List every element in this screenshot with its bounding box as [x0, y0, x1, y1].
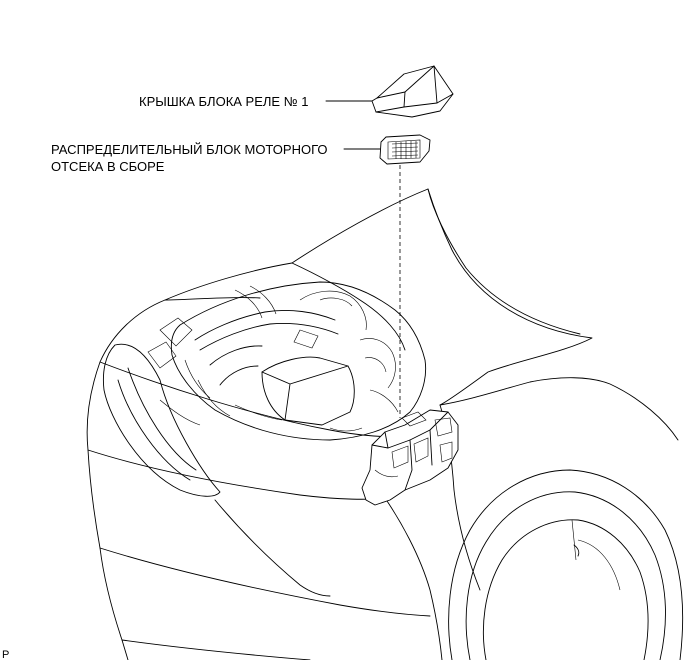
junction-block-part [379, 134, 431, 165]
junction-block-label-line2: ОТСЕКА В СБОРЕ [51, 159, 165, 174]
relay-block-cover-part [371, 65, 454, 118]
corner-code: P [2, 649, 10, 661]
installed-junction-block [361, 409, 459, 506]
junction-block-label-line1: РАСПРЕДЕЛИТЕЛЬНЫЙ БЛОК МОТОРНОГО [51, 142, 328, 157]
relay-cover-label: КРЫШКА БЛОКА РЕЛЕ № 1 [139, 94, 309, 109]
car-hood [291, 188, 593, 406]
car-body [86, 262, 679, 660]
engine-compartment [147, 281, 427, 441]
front-wheel [448, 469, 684, 660]
